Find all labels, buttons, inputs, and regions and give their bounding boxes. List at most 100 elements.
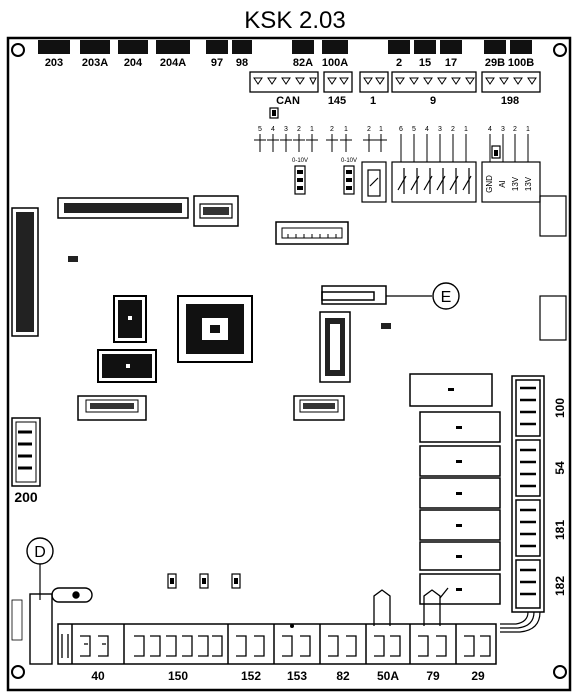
mounting-hole-top-left (11, 43, 25, 57)
smd-part-2 (381, 323, 391, 329)
label-50a: 50A (377, 669, 399, 683)
pin-9-2: 2 (451, 126, 455, 133)
top-connector-100b (510, 40, 532, 54)
terminal-ai: AI (498, 180, 507, 188)
pin-can-5: 5 (258, 126, 262, 133)
terminal-13v-a: 13V (511, 176, 520, 191)
label-200: 200 (14, 489, 38, 505)
top-connector-100a (322, 40, 348, 54)
voltage-bridge-right: 0-10V (341, 158, 357, 195)
label-152: 152 (241, 669, 261, 683)
vertical-center-connector (319, 311, 351, 383)
label-203a: 203A (82, 57, 108, 69)
label-198: 198 (501, 95, 519, 107)
connector-small-left (77, 395, 147, 421)
bottom-connector-strip (57, 623, 497, 665)
pin-can-4: 4 (271, 126, 275, 133)
top-connector-2 (388, 40, 410, 54)
top-connector-labels: 203 203A 204 204A 97 98 82A 100A 2 15 17… (45, 57, 534, 69)
terminal-block-198: GND AI 13V 13V (481, 145, 541, 203)
pin-can-1: 1 (310, 126, 314, 133)
connector-9 (391, 71, 477, 93)
pin-1-1: 1 (379, 126, 383, 133)
relay-terminal-strip (511, 375, 545, 613)
pin-lines (254, 134, 529, 162)
header-pin-notches (253, 77, 537, 86)
chip-wide-left (97, 349, 157, 383)
left-bottom-component (29, 587, 93, 665)
top-connector-15 (414, 40, 436, 54)
voltage-label-right: 0-10V (341, 158, 357, 164)
label-204: 204 (124, 57, 143, 69)
right-component-mid (539, 295, 567, 341)
label-150: 150 (168, 669, 188, 683)
label-54: 54 (553, 461, 567, 475)
top-connector-29b (484, 40, 506, 54)
relay-6 (419, 541, 501, 571)
label-100: 100 (553, 398, 567, 418)
top-connector-204 (118, 40, 148, 54)
label-182: 182 (553, 576, 567, 596)
small-box-connector (193, 195, 239, 227)
mid-horizontal-connector (275, 221, 349, 245)
bottom-terminal-teeth (61, 634, 491, 658)
relay-5 (419, 509, 501, 541)
pin-9-1: 1 (464, 126, 468, 133)
top-connector-203 (38, 40, 70, 54)
pin-9-3: 3 (438, 126, 442, 133)
top-connector-98 (232, 40, 252, 54)
pin-145-2: 2 (330, 126, 334, 133)
label-204a: 204A (160, 57, 186, 69)
top-connector-17 (440, 40, 462, 54)
terminal-13v-b: 13V (524, 176, 533, 191)
relay-stack (409, 373, 501, 605)
processor-chip (177, 295, 253, 363)
voltage-label-left: 0-10V (292, 158, 308, 164)
top-connector-97 (206, 40, 228, 54)
label-40: 40 (91, 669, 105, 683)
connector-198 (481, 71, 541, 93)
strip-dot (290, 624, 294, 628)
label-97: 97 (211, 57, 223, 69)
callout-e-label: E (441, 289, 452, 306)
label-153: 153 (287, 669, 307, 683)
relay-2 (419, 411, 501, 443)
chip-dip-left (113, 295, 147, 343)
right-connector-labels: 100 54 181 182 (553, 398, 567, 596)
label-100a: 100A (322, 57, 348, 69)
pin-145-1: 1 (344, 126, 348, 133)
label-can: CAN (276, 95, 300, 107)
pin-numbers: 5 4 3 2 1 2 1 2 1 6 5 4 3 2 1 4 3 2 1 (258, 126, 530, 133)
pin-9-6: 6 (399, 126, 403, 133)
pin-198-2: 2 (513, 126, 517, 133)
label-145: 145 (328, 95, 346, 107)
label-100b: 100B (508, 57, 534, 69)
pin-198-4: 4 (488, 126, 492, 133)
voltage-bridge-left: 0-10V (292, 158, 308, 195)
label-17: 17 (445, 57, 457, 69)
pin-198-3: 3 (501, 126, 505, 133)
left-edge-label-strip (11, 599, 23, 641)
strip-wire (500, 611, 541, 633)
mounting-hole-bottom-left (11, 665, 25, 679)
top-connector-82a (292, 40, 314, 54)
top-connector-203a (80, 40, 110, 54)
relay-3 (419, 445, 501, 477)
can-switch (269, 107, 279, 119)
pin-can-3: 3 (284, 126, 288, 133)
connector-9-body (391, 161, 477, 203)
pin-1-2: 2 (367, 126, 371, 133)
label-79: 79 (426, 669, 440, 683)
relay-marks (448, 388, 462, 591)
terminal-gnd: GND (485, 175, 494, 193)
connector-145 (323, 71, 353, 93)
fuse-hooks (373, 587, 449, 626)
pin-198-1: 1 (526, 126, 530, 133)
pin-9-4: 4 (425, 126, 429, 133)
pin-9-5: 5 (412, 126, 416, 133)
label-29: 29 (471, 669, 485, 683)
relay-1 (409, 373, 493, 407)
right-component-top (539, 195, 567, 237)
connector-1-body (361, 161, 387, 203)
